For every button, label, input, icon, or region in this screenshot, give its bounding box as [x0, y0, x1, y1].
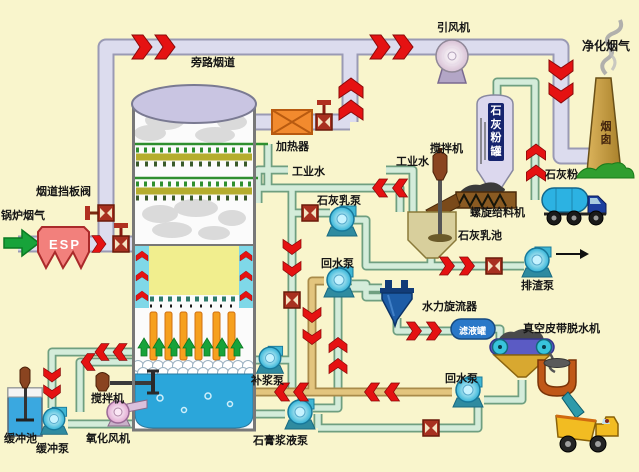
- slurry-pipes: [256, 276, 452, 397]
- filtrate-tank-unit: [450, 318, 496, 340]
- green-inlet-arrow: [3, 228, 41, 258]
- belt-dewaterer-unit: [489, 329, 556, 378]
- tower-liquid: [134, 373, 254, 429]
- lime-milk-pool-unit: [407, 148, 457, 259]
- buffer-pool-unit: [7, 366, 43, 437]
- downcomer-valve: [283, 291, 301, 309]
- lime-pump-valve: [301, 204, 319, 222]
- drain-line-valve: [422, 419, 440, 437]
- slurry-jets: [149, 311, 236, 361]
- chimney-unit: [575, 19, 635, 179]
- makeup-pump-unit: [255, 345, 285, 374]
- slag-discharge-arrow: [556, 249, 589, 259]
- lime-tanker-truck: [541, 187, 607, 226]
- tower-dome: [131, 84, 257, 124]
- gypsum-slurry-pump-unit: [284, 398, 316, 430]
- return-pump-upper-unit: [323, 266, 355, 298]
- gypsum-bowl: [537, 358, 585, 419]
- bubbles: [156, 392, 234, 414]
- buffer-pump-unit: [39, 406, 69, 435]
- spray-nozzle-row: [150, 296, 238, 308]
- tower-inlet-valve: [112, 223, 130, 253]
- esp-unit: [37, 226, 90, 271]
- gas-heater: [271, 109, 313, 135]
- heater-outlet-valve: [315, 100, 333, 131]
- spray-banks: [133, 142, 268, 201]
- return-pump-lower-unit: [452, 376, 484, 408]
- slag-pump-unit: [521, 246, 553, 278]
- dump-truck: [555, 414, 619, 453]
- packing-zone: [135, 244, 253, 308]
- oxidation-fan-unit: [106, 399, 148, 427]
- hydrocyclone-unit: [380, 280, 414, 329]
- id-fan-unit: [435, 39, 469, 84]
- slag-line-valve: [485, 257, 503, 275]
- screw-feeder-unit: [425, 182, 517, 221]
- absorber-tower: [110, 84, 268, 432]
- flue-damper-valve-symbol: [85, 204, 115, 222]
- tower-mixer-motor: [95, 372, 110, 392]
- gas-up-arrows: [137, 337, 244, 357]
- lime-milk-pump-unit: [326, 205, 358, 237]
